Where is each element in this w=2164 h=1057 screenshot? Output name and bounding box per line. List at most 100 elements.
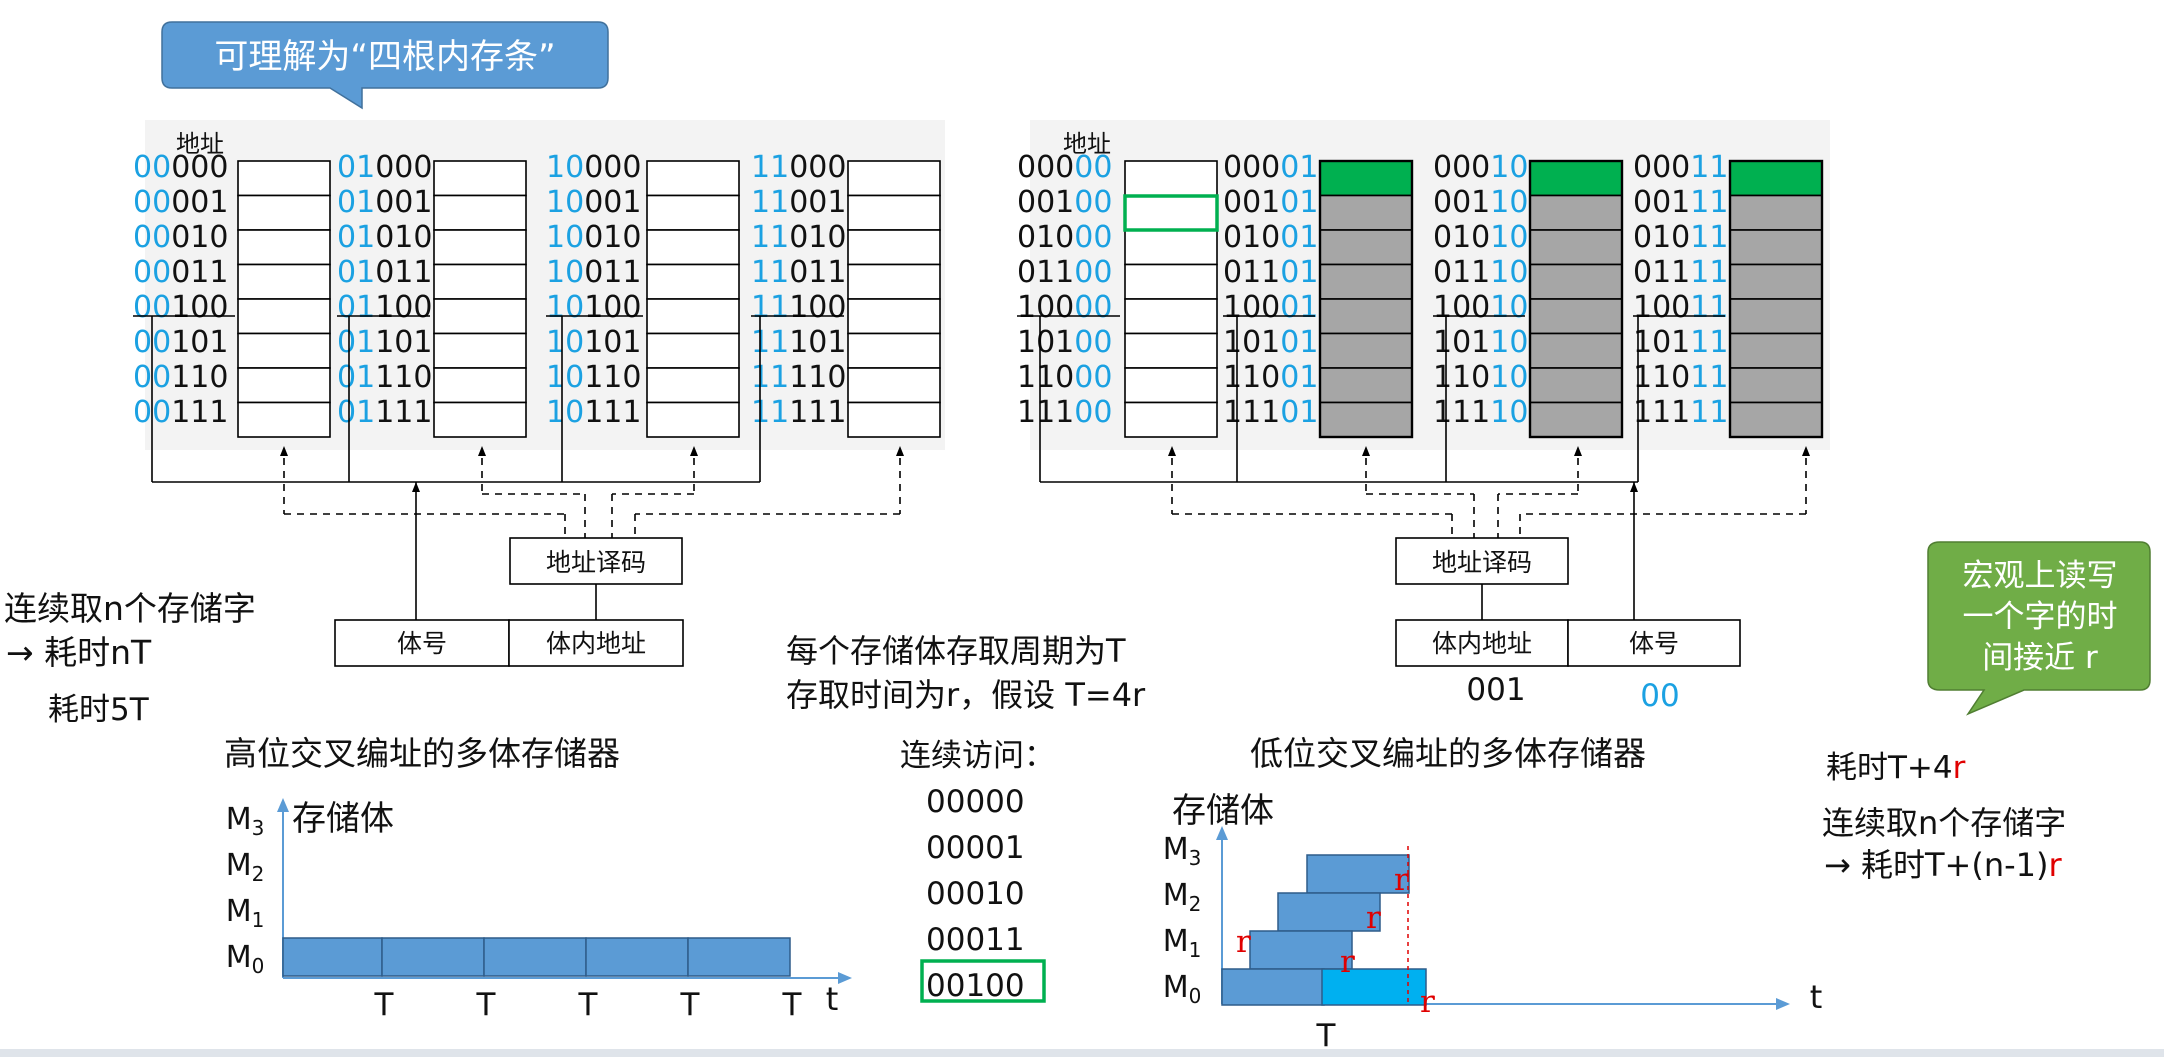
callout-top: 可理解为“四根内存条” (161, 21, 609, 110)
low-cell-1-1 (1319, 194, 1413, 231)
high-cell-0-7 (237, 401, 331, 438)
middle-seq-item-0: 00000 (926, 784, 1025, 820)
low-cell-0-2 (1124, 229, 1218, 266)
middle-seq-item-1: 00001 (926, 830, 1025, 866)
high-cell-3-6 (847, 367, 941, 404)
callout-right-shape (1927, 541, 2151, 716)
low-cell-2-4 (1529, 298, 1623, 335)
high-timeline-tick-3: T (680, 987, 701, 1023)
high-timeline-bar-1 (381, 937, 485, 977)
high-cell-2-6 (646, 367, 740, 404)
right-note-consecutive: 连续取n个存储字 (1822, 804, 2066, 842)
high-caption: 高位交叉编址的多体存储器 (224, 734, 620, 773)
high-cell-3-2 (847, 229, 941, 266)
right-note-time-T4r: 耗时T+4r (1826, 750, 1966, 786)
high-address-1-0: 01000 (337, 150, 432, 185)
high-address-3-7: 11111 (751, 395, 846, 430)
high-address-0-1: 00001 (133, 185, 228, 220)
high-cell-3-4 (847, 298, 941, 335)
low-address-2-5: 10110 (1433, 325, 1528, 360)
high-reg-left-label: 体号 (397, 629, 447, 658)
low-address-0-1: 00100 (1017, 185, 1112, 220)
low-reg-left (1395, 619, 1569, 667)
high-timeline-tlabel: t (826, 980, 839, 1018)
low-address-0-2: 01000 (1017, 220, 1112, 255)
low-timeline-row-0: M3 (1163, 832, 1202, 870)
low-timeline-r-0: r (1394, 862, 1409, 898)
high-timeline-bar-4 (687, 937, 791, 977)
high-timeline-tick-2: T (578, 987, 599, 1023)
low-module-border-1 (1528, 159, 1624, 439)
middle-note-access-time: 存取时间为r，假设 T=4r (786, 676, 1146, 714)
high-cell-1-3 (433, 263, 527, 300)
low-address-1-0: 00001 (1223, 150, 1318, 185)
high-cell-2-3 (646, 263, 740, 300)
high-address-3-3: 11011 (751, 255, 846, 290)
high-decoder-box (509, 537, 683, 585)
high-timeline-tick-1: T (476, 987, 497, 1023)
low-timeline-row-1: M2 (1163, 878, 1202, 916)
high-reg-right-label: 体内地址 (546, 629, 646, 658)
high-cell-1-5 (433, 332, 527, 369)
callout-top-text: 可理解为“四根内存条” (214, 37, 555, 77)
low-address-3-0: 00011 (1633, 150, 1728, 185)
high-cell-3-5 (847, 332, 941, 369)
low-decoder-label: 地址译码 (1432, 548, 1532, 577)
high-cell-1-4 (433, 298, 527, 335)
low-address-1-6: 11001 (1223, 360, 1318, 395)
low-cell-1-4 (1319, 298, 1413, 335)
low-timeline-bar-m0 (1221, 968, 1325, 1006)
low-address-1-3: 01101 (1223, 255, 1318, 290)
high-timeline-row-1: M2 (226, 848, 265, 886)
low-address-3-5: 10111 (1633, 325, 1728, 360)
low-cell-1-0 (1319, 160, 1413, 197)
high-address-3-0: 11000 (751, 150, 846, 185)
low-timeline-r-4: r (1420, 984, 1435, 1020)
high-cell-2-5 (646, 332, 740, 369)
high-address-2-2: 10010 (546, 220, 641, 255)
low-address-2-4: 10010 (1433, 290, 1528, 325)
low-timeline-bar-m2 (1277, 892, 1381, 932)
high-bus-arrow (412, 482, 420, 492)
low-address-2-2: 01010 (1433, 220, 1528, 255)
low-address-2-3: 01110 (1433, 255, 1528, 290)
low-timeline-row-2: M1 (1163, 924, 1202, 962)
high-address-0-4: 00100 (133, 290, 228, 325)
left-note-time-5T: 耗时5T (48, 692, 150, 728)
low-cell-1-6 (1319, 367, 1413, 404)
low-cell-0-7 (1124, 401, 1218, 438)
high-cell-1-6 (433, 367, 527, 404)
low-cs-arrow-1 (1362, 446, 1370, 456)
low-address-2-7: 11110 (1433, 395, 1528, 430)
high-address-3-1: 11001 (751, 185, 846, 220)
low-address-2-1: 00110 (1433, 185, 1528, 220)
low-cs-arrow-0 (1168, 446, 1176, 456)
high-address-1-2: 01010 (337, 220, 432, 255)
high-cell-0-0 (237, 160, 331, 197)
callout-top-shape (161, 21, 609, 110)
middle-seq-item-2: 00010 (926, 876, 1025, 912)
high-cell-1-7 (433, 401, 527, 438)
low-cell-3-5 (1729, 332, 1823, 369)
low-address-1-7: 11101 (1223, 395, 1318, 430)
high-cell-1-2 (433, 229, 527, 266)
low-timeline-bar-m3 (1306, 854, 1410, 894)
low-timeline-r-2: r (1236, 924, 1251, 960)
high-cell-0-5 (237, 332, 331, 369)
low-timeline-tlabel: t (1810, 978, 1823, 1016)
low-cell-3-4 (1729, 298, 1823, 335)
low-address-1-1: 00101 (1223, 185, 1318, 220)
low-cell-2-7 (1529, 401, 1623, 438)
high-address-1-7: 01111 (337, 395, 432, 430)
low-cell-1-5 (1319, 332, 1413, 369)
low-cell-0-3 (1124, 263, 1218, 300)
low-cell-2-3 (1529, 263, 1623, 300)
high-cell-0-6 (237, 367, 331, 404)
low-timeline-x-arrow (1776, 998, 1790, 1010)
middle-note-cycle: 每个存储体存取周期为T (786, 632, 1126, 670)
high-cell-3-7 (847, 401, 941, 438)
low-reg-right (1567, 619, 1741, 667)
low-decoder-box (1395, 537, 1569, 585)
low-address-3-2: 01011 (1633, 220, 1728, 255)
low-caption: 低位交叉编址的多体存储器 (1250, 734, 1646, 773)
